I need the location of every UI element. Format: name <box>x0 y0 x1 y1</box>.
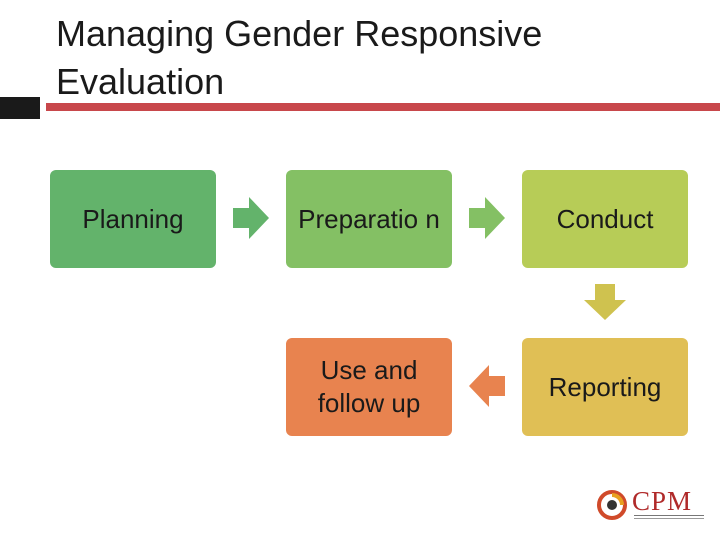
title-rule-red <box>46 103 720 111</box>
logo-swirl-icon <box>597 490 627 520</box>
step-reporting: Reporting <box>522 338 688 436</box>
arrow-down-icon <box>584 284 626 320</box>
arrow-right-icon <box>469 197 505 239</box>
logo-underline <box>634 515 704 519</box>
slide-title: Managing Gender Responsive Evaluation <box>56 13 543 102</box>
title-rule-dark <box>0 97 40 119</box>
step-preparation: Preparatio n <box>286 170 452 268</box>
step-planning: Planning <box>50 170 216 268</box>
step-conduct: Conduct <box>522 170 688 268</box>
step-use-and-follow-up: Use and follow up <box>286 338 452 436</box>
arrow-left-icon <box>469 365 505 407</box>
cpm-logo: CPM <box>596 486 706 525</box>
arrow-right-icon <box>233 197 269 239</box>
logo-text: CPM <box>632 486 693 516</box>
step-preparation-label: Preparatio n <box>298 203 440 234</box>
